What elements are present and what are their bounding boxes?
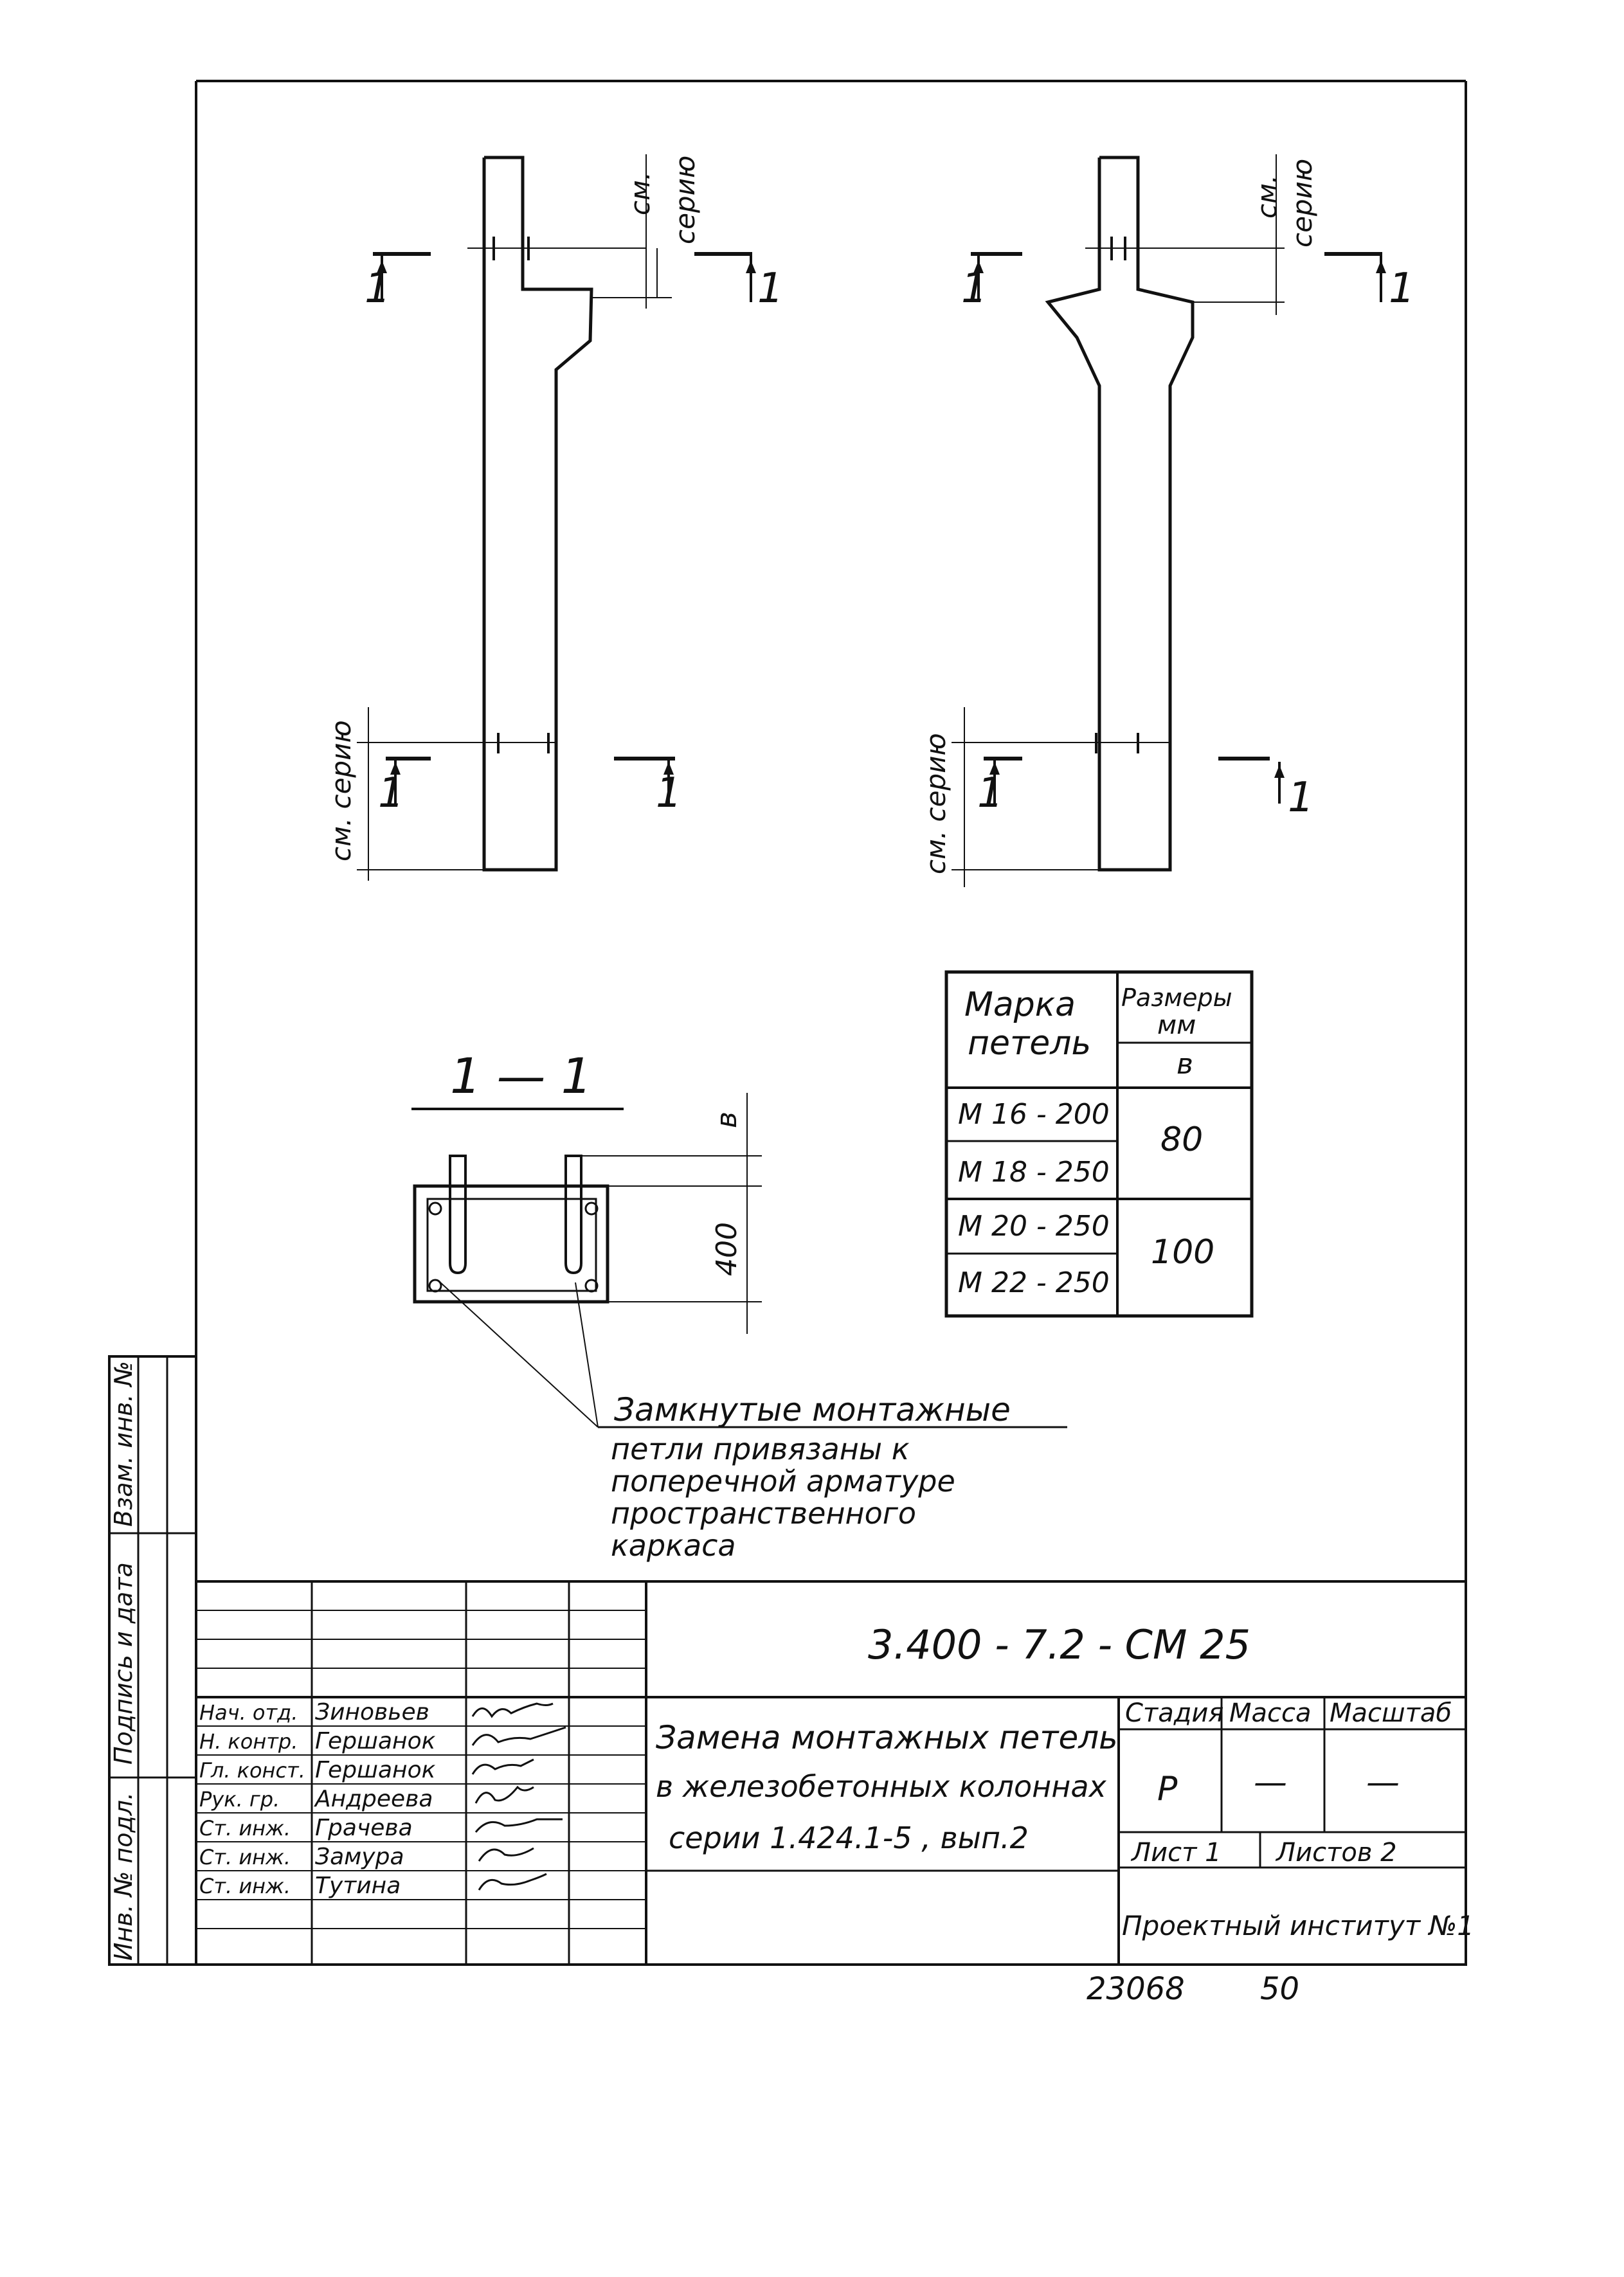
mass-value: — <box>1254 1763 1287 1802</box>
column-left <box>357 154 672 881</box>
callout-see-series-right-top: см. серию <box>1251 159 1318 248</box>
callout-text: серию <box>1286 159 1318 248</box>
callout-text: см. <box>1251 175 1283 219</box>
cut-mark-label: 1 <box>378 770 404 817</box>
document-code: 3.400 - 7.2 - СМ 25 <box>868 1621 1250 1668</box>
mass-label: Масса <box>1229 1698 1312 1728</box>
staff-name: Замура <box>315 1844 404 1870</box>
header-mark-line2: петель <box>968 1024 1091 1063</box>
dimension-b: в <box>710 1112 743 1128</box>
staff-role: Н. контр. <box>199 1729 298 1754</box>
callout-text: см. серию <box>325 720 357 861</box>
note-line: пространственного <box>611 1496 916 1531</box>
staff-name: Гершанок <box>315 1757 436 1783</box>
staff-name: Зиновьев <box>315 1699 429 1725</box>
header-size-line2: мм <box>1157 1011 1196 1040</box>
section-1-1: 1 — 1 в 400 <box>411 1047 762 1428</box>
staff-name: Грачева <box>315 1815 413 1841</box>
side-stamp: Инв. № подл. Подпись и дата Взам. инв. № <box>108 1355 197 1966</box>
sheets-total: Листов 2 <box>1275 1838 1397 1868</box>
dimension-400: 400 <box>710 1222 743 1276</box>
header-mark-line1: Марка <box>964 986 1076 1024</box>
scale-label: Масштаб <box>1330 1698 1452 1728</box>
callout-text: см. серию <box>920 733 952 874</box>
staff-name: Гершанок <box>315 1728 436 1754</box>
table-row-mark: М 18 - 250 <box>958 1156 1110 1189</box>
column-right <box>952 154 1285 887</box>
callout-text: см. <box>624 172 656 215</box>
note-line: каркаса <box>611 1528 736 1563</box>
note-line: Замкнутые монтажные <box>614 1391 1011 1428</box>
cut-mark-label: 1 <box>365 265 391 312</box>
staff-role: Ст. инж. <box>199 1874 291 1898</box>
table-value: 80 <box>1160 1120 1203 1159</box>
inventory-code: 23068 <box>1087 1971 1185 2007</box>
side-stamp-sign: Подпись и дата <box>109 1562 138 1765</box>
table-row-mark: М 22 - 250 <box>958 1266 1110 1299</box>
title-line: в железобетонных колоннах <box>656 1769 1107 1804</box>
cut-mark-label: 1 <box>656 770 682 817</box>
section-cut-marks: 1 1 1 1 1 1 1 1 <box>365 252 1415 822</box>
inventory-numbers: 23068 50 <box>1087 1971 1299 2007</box>
title-block: 3.400 - 7.2 - СМ 25 Замена монтажных пет… <box>195 1580 1474 1966</box>
side-stamp-replace: Взам. инв. № <box>109 1361 138 1527</box>
table-row-mark: М 20 - 250 <box>958 1210 1110 1243</box>
cut-mark-label: 1 <box>961 265 988 312</box>
cut-mark-label: 1 <box>1389 265 1415 312</box>
staff-role: Нач. отд. <box>199 1700 298 1725</box>
callout-text: серию <box>669 156 701 244</box>
cut-mark-label: 1 <box>977 770 1004 817</box>
organization: Проектный институт №1 <box>1122 1910 1474 1941</box>
table-value: 100 <box>1151 1233 1214 1272</box>
staff-role: Ст. инж. <box>199 1845 291 1869</box>
callout-see-series-left-bottom: см. серию <box>325 720 357 861</box>
callout-see-series-right-bottom: см. серию <box>920 733 952 874</box>
page-number: 50 <box>1260 1971 1299 2007</box>
callout-see-series-left-top: см. серию <box>624 156 701 244</box>
header-size-line1: Размеры <box>1121 984 1232 1012</box>
title-line: Замена монтажных петель <box>656 1719 1118 1756</box>
staff-name: Андреева <box>314 1786 433 1812</box>
staff-name: Тутина <box>315 1873 401 1899</box>
table-row-mark: М 16 - 200 <box>958 1098 1110 1131</box>
cut-mark-label: 1 <box>757 265 784 312</box>
stage-label: Стадия <box>1125 1698 1223 1728</box>
section-title: 1 — 1 <box>450 1047 592 1104</box>
title-line: серии 1.424.1-5 , вып.2 <box>669 1821 1029 1855</box>
note-line: поперечной арматуре <box>611 1464 955 1498</box>
header-b: в <box>1177 1048 1193 1081</box>
signatures <box>471 1702 566 1891</box>
staff-role: Ст. инж. <box>199 1816 291 1841</box>
note-line: петли привязаны к <box>611 1432 910 1466</box>
cut-mark-label: 1 <box>1288 774 1314 822</box>
staff-role: Рук. гр. <box>199 1787 280 1812</box>
scale-value: — <box>1366 1763 1400 1802</box>
loop-mark-table: Марка петель Размеры мм в М 16 - 200 М 1… <box>944 970 1254 1318</box>
side-stamp-inv: Инв. № подл. <box>109 1792 138 1961</box>
stage-value: Р <box>1157 1770 1178 1808</box>
sheet-number: Лист 1 <box>1130 1838 1222 1868</box>
note-closed-loops: Замкнутые монтажные петли привязаны к по… <box>598 1391 1067 1563</box>
staff-role: Гл. конст. <box>199 1758 305 1783</box>
